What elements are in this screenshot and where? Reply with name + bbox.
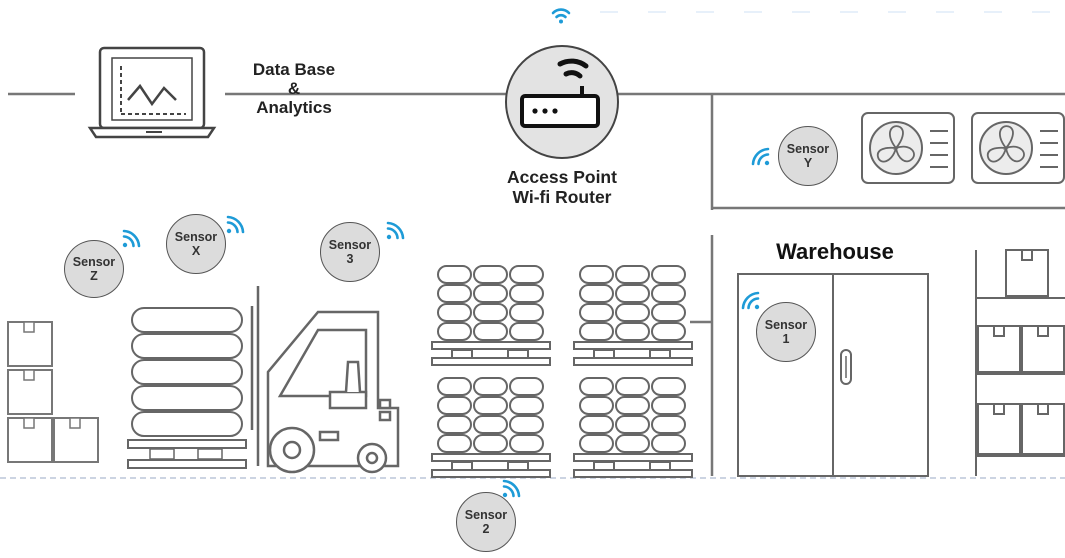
sensor-2: Sensor 2 — [456, 492, 516, 552]
warehouse-door-icon — [737, 273, 929, 477]
wifi-signal-icon — [551, 8, 571, 24]
wifi-signal-icon — [226, 215, 245, 234]
pallet-rack-1 — [431, 265, 551, 478]
sensor-y: Sensor Y — [778, 126, 838, 186]
box-stack-left — [7, 321, 99, 463]
sensor-1-label: Sensor 1 — [764, 317, 808, 346]
wifi-signal-icon — [741, 291, 760, 310]
sensor-2-label: Sensor 2 — [464, 507, 508, 536]
pallet-stack-icon — [127, 307, 247, 469]
sensor-x: Sensor X — [166, 214, 226, 274]
air-conditioner-icon — [971, 112, 1065, 184]
wifi-signal-icon — [502, 479, 521, 498]
sensor-1: Sensor 1 — [756, 302, 816, 362]
wifi-signal-icon — [386, 221, 405, 240]
wifi-signal-icon — [122, 229, 141, 248]
wifi-router-icon — [505, 45, 619, 159]
pallet-rack-2 — [573, 265, 693, 478]
access-point-label: Access Point Wi-fi Router — [507, 167, 617, 207]
laptop-analytics-icon — [87, 46, 217, 139]
warehouse-label: Warehouse — [776, 239, 894, 264]
sensor-3-label: Sensor 3 — [328, 237, 372, 266]
shelf-icon — [975, 249, 1065, 476]
wifi-signal-icon — [751, 147, 770, 166]
sensor-z-label: Sensor Z — [72, 254, 116, 283]
sensor-y-label: Sensor Y — [786, 141, 830, 170]
air-conditioner-icon — [861, 112, 955, 184]
sensor-x-label: Sensor X — [174, 229, 218, 258]
sensor-z: Sensor Z — [64, 240, 124, 298]
sensor-3: Sensor 3 — [320, 222, 380, 282]
database-analytics-label: Data Base & Analytics — [252, 60, 336, 118]
network-lines — [8, 92, 1065, 476]
forklift-icon — [250, 286, 400, 474]
